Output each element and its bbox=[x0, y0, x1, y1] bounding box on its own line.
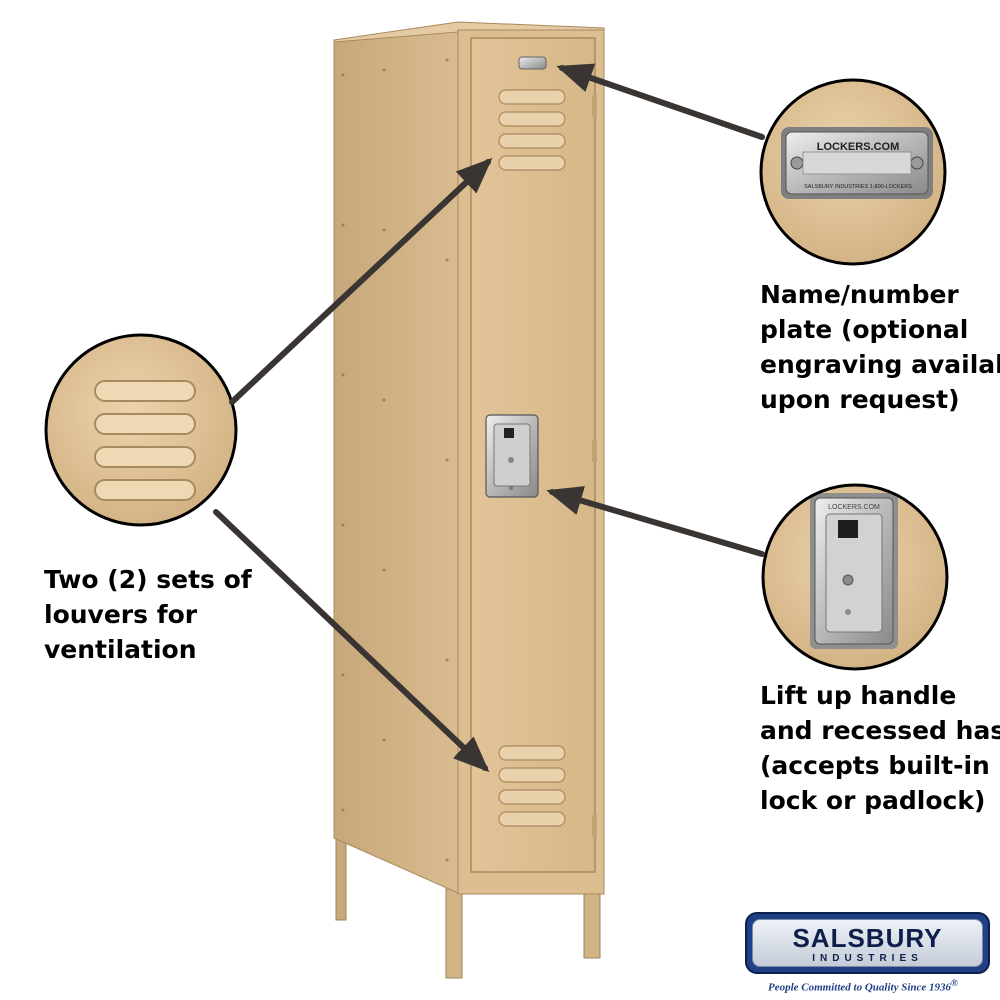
locker bbox=[333, 21, 605, 979]
brand-subtitle: INDUSTRIES bbox=[812, 953, 923, 964]
brand-tagline: People Committed to Quality Since 1936® bbox=[768, 978, 958, 994]
louvers-callout-line: ventilation bbox=[44, 635, 197, 664]
arrow-to-upper-louvers bbox=[229, 157, 493, 405]
locker-side-panel bbox=[333, 31, 459, 894]
locker-handle bbox=[485, 414, 539, 498]
handle-callout-line: and recessed hasp bbox=[760, 716, 1000, 745]
locker-leg bbox=[335, 837, 347, 921]
handle-callout-text: Lift up handle and recessed hasp (accept… bbox=[760, 678, 1000, 818]
plate-callout-line: Name/number bbox=[760, 280, 959, 309]
registered-mark: ® bbox=[951, 978, 958, 988]
plate-callout-line: plate (optional bbox=[760, 315, 969, 344]
louvers-callout-line: louvers for bbox=[44, 600, 198, 629]
handle-callout-line: lock or padlock) bbox=[760, 786, 986, 815]
door-hinge bbox=[592, 95, 597, 117]
louver-detail-circle bbox=[44, 333, 238, 527]
door-hinge bbox=[592, 440, 597, 462]
callout-arrows bbox=[213, 63, 765, 773]
plate-callout-text: Name/number plate (optional engraving av… bbox=[760, 277, 1000, 417]
louvers-callout-line: Two (2) sets of bbox=[44, 565, 252, 594]
arrow-to-name-plate bbox=[556, 63, 765, 140]
plate-main-text: LOCKERS.COM bbox=[817, 141, 900, 153]
hasp-detail-circle: LOCKERS.COM bbox=[761, 483, 949, 671]
upper-louvers bbox=[498, 89, 566, 171]
hasp-label-text: LOCKERS.COM bbox=[828, 504, 880, 511]
brand-tagline-text: People Committed to Quality Since 1936 bbox=[768, 981, 952, 994]
plate-detail-circle: LOCKERS.COM SALSBURY INDUSTRIES 1-800-LO… bbox=[759, 78, 947, 266]
salsbury-logo-badge: SALSBURY INDUSTRIES bbox=[752, 919, 983, 967]
plate-callout-line: upon request) bbox=[760, 385, 960, 414]
louvers-callout-text: Two (2) sets of louvers for ventilation bbox=[44, 562, 252, 667]
brand-name: SALSBURY bbox=[792, 923, 943, 953]
arrow-to-lower-louvers bbox=[213, 509, 490, 773]
plate-callout-line: engraving available bbox=[760, 350, 1000, 379]
lower-louvers bbox=[498, 745, 566, 827]
salsbury-logo: SALSBURY INDUSTRIES bbox=[745, 912, 990, 974]
arrow-to-handle bbox=[546, 486, 765, 557]
plate-sub-text: SALSBURY INDUSTRIES 1-800-LOCKERS bbox=[804, 184, 912, 190]
handle-callout-line: (accepts built-in bbox=[760, 751, 990, 780]
locker-name-plate bbox=[518, 56, 547, 70]
door-hinge bbox=[592, 815, 597, 837]
handle-callout-line: Lift up handle bbox=[760, 681, 957, 710]
locker-leg bbox=[445, 879, 463, 979]
